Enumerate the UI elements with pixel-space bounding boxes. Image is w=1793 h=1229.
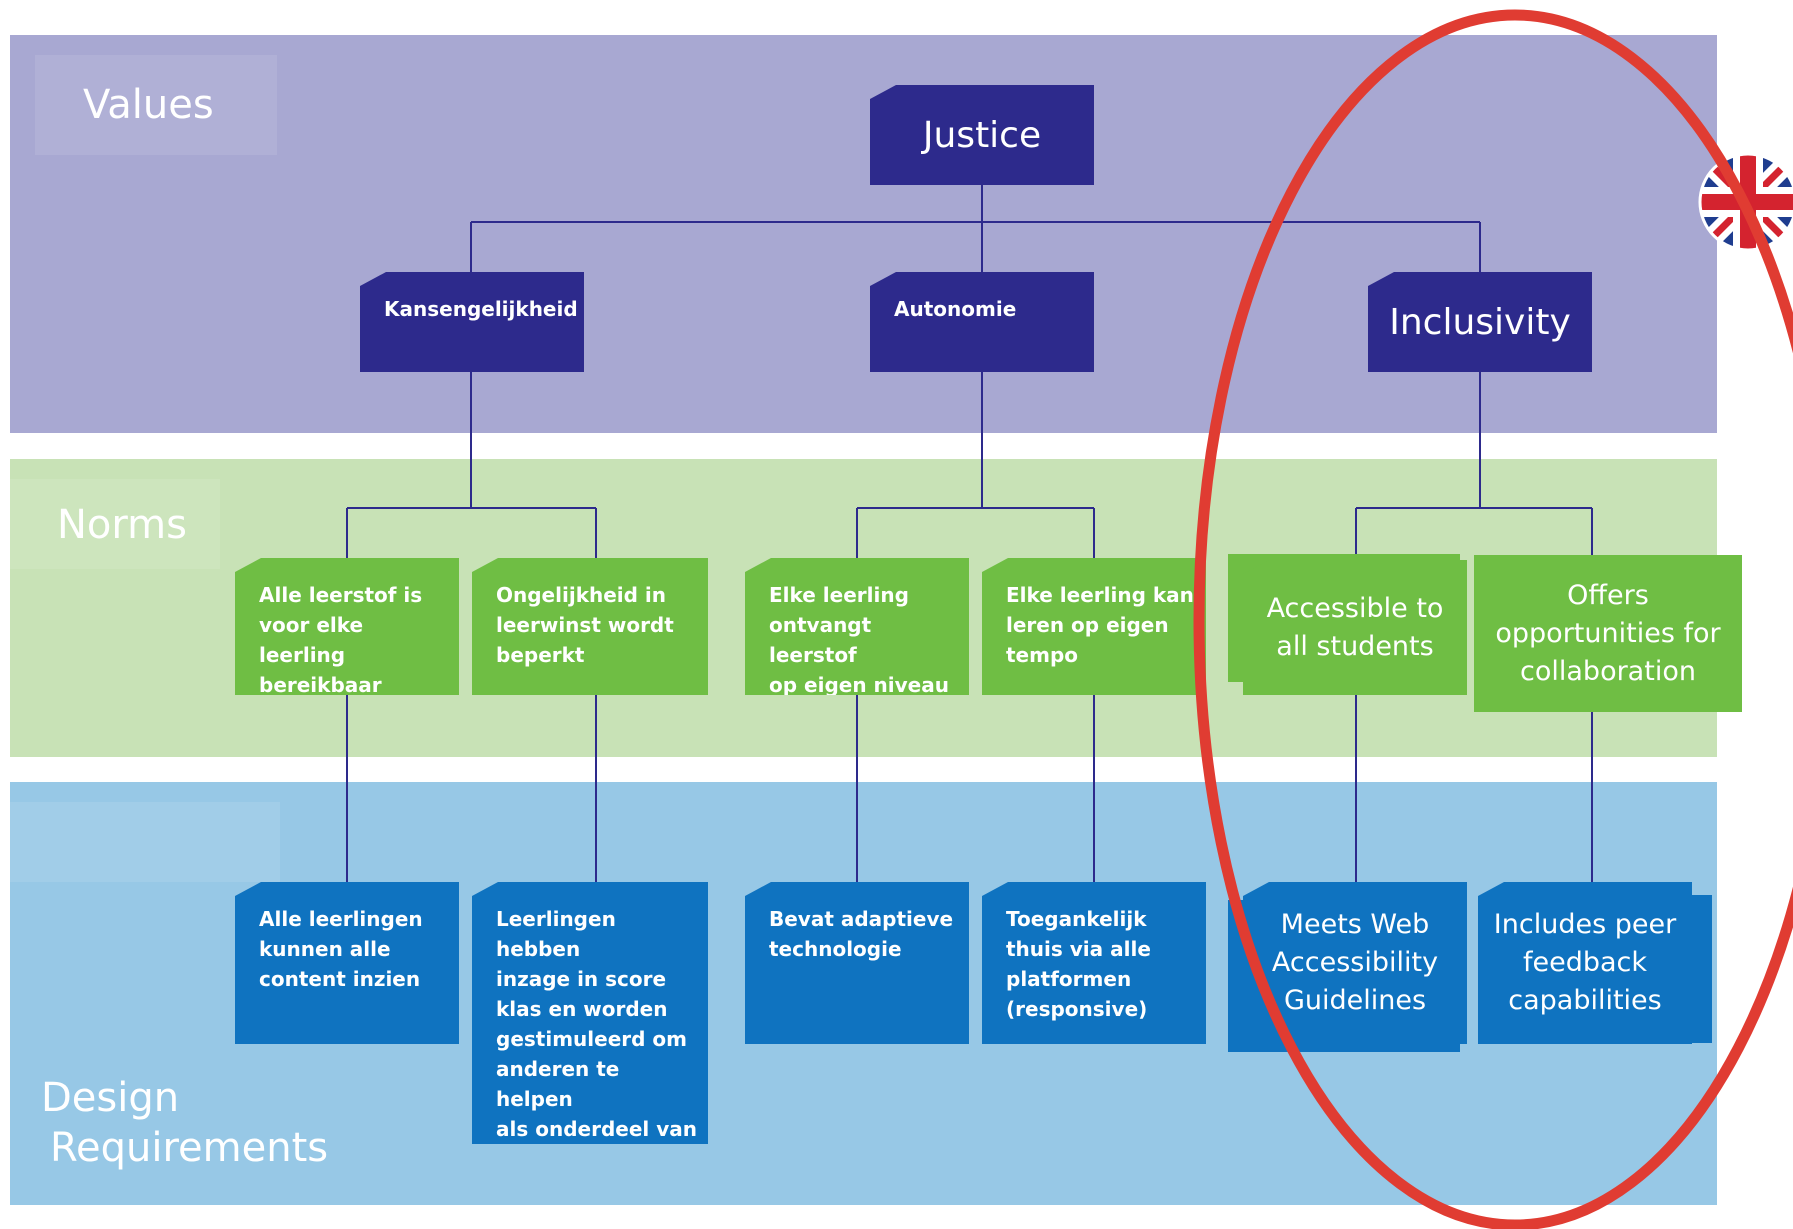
connector-inclusivity <box>1355 370 1593 556</box>
norms-band-tab <box>10 479 220 569</box>
value-box-kansengelijkheid-label: Kansengelijkheid <box>384 297 578 321</box>
norm-box-5: Accessible to all students <box>1243 560 1467 695</box>
norm-box-5-text: Accessible to all students <box>1266 592 1444 662</box>
norm-box-6-text: Offers opportunities for collaboration <box>1495 579 1721 687</box>
requirement-box-1-text: Alle leerlingen kunnen alle content inzi… <box>259 907 423 991</box>
norm-box-1: Alle leerstof is voor elke leerling bere… <box>235 558 459 695</box>
requirement-box-3: Bevat adaptieve technologie <box>745 882 969 1044</box>
norm-box-3-text: Elke leerling ontvangt leerstof op eigen… <box>769 583 949 697</box>
requirement-box-4-text: Toegankelijk thuis via alle platformen (… <box>1006 907 1151 1021</box>
design-band-tab <box>10 802 280 882</box>
values-band-label: Values <box>83 82 214 128</box>
norm-box-4-text: Elke leerling kan leren op eigen tempo <box>1006 583 1194 667</box>
uk-flag-icon[interactable] <box>1698 152 1793 252</box>
requirement-box-3-text: Bevat adaptieve technologie <box>769 907 954 961</box>
value-box-kansengelijkheid: Kansengelijkheid <box>360 272 584 372</box>
norm-box-2: Ongelijkheid in leerwinst wordt beperkt <box>472 558 708 695</box>
requirement-box-4: Toegankelijk thuis via alle platformen (… <box>982 882 1206 1044</box>
norms-band-label: Norms <box>57 502 187 548</box>
connector-autonomie <box>856 370 1095 560</box>
requirement-box-2-text: Leerlingen hebben inzage in score klas e… <box>496 907 697 1141</box>
design-band-label-line1: Design <box>41 1075 180 1121</box>
value-box-autonomie: Autonomie <box>870 272 1094 372</box>
design-band-label-line2: Requirements <box>50 1125 329 1171</box>
norm-box-6: Offers opportunities for collaboration <box>1474 555 1742 712</box>
value-box-justice: Justice <box>870 85 1094 185</box>
value-box-inclusivity: Inclusivity <box>1368 272 1592 372</box>
value-box-inclusivity-label: Inclusivity <box>1389 301 1571 343</box>
requirement-box-2: Leerlingen hebben inzage in score klas e… <box>472 882 708 1144</box>
norm-box-2-text: Ongelijkheid in leerwinst wordt beperkt <box>496 583 674 667</box>
values-band-tab <box>35 55 277 155</box>
norm-box-1-text: Alle leerstof is voor elke leerling bere… <box>259 583 423 697</box>
connector-values-level <box>470 185 1481 275</box>
value-box-autonomie-label: Autonomie <box>894 297 1017 321</box>
requirement-box-6: Includes peer feedback capabilities <box>1478 882 1692 1044</box>
value-box-justice-label: Justice <box>922 114 1042 156</box>
requirement-box-6-text: Includes peer feedback capabilities <box>1493 909 1677 1016</box>
requirement-box-5: Meets Web Accessibility Guidelines <box>1243 882 1467 1044</box>
connector-kansengelijkheid <box>346 370 597 560</box>
requirement-box-1: Alle leerlingen kunnen alle content inzi… <box>235 882 459 1044</box>
norm-box-4: Elke leerling kan leren op eigen tempo <box>982 558 1206 695</box>
connector-norms-to-requirements <box>346 693 1593 882</box>
norm-box-3: Elke leerling ontvangt leerstof op eigen… <box>745 558 969 695</box>
requirement-box-5-text: Meets Web Accessibility Guidelines <box>1271 909 1439 1016</box>
